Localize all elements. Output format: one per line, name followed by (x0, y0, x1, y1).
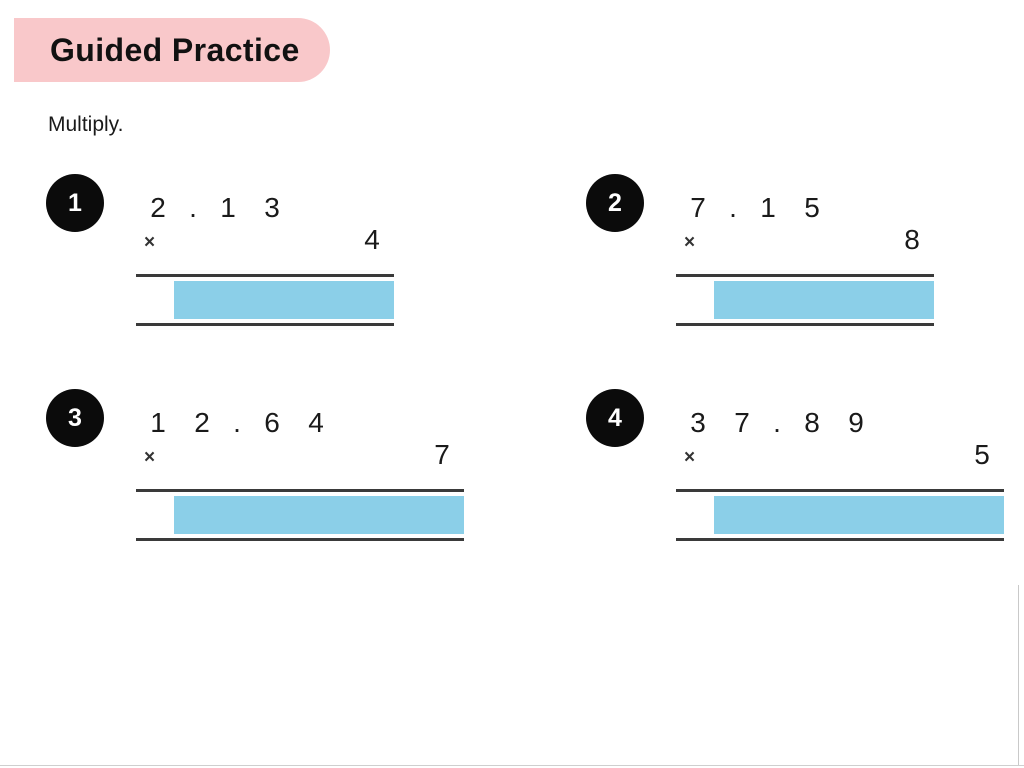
top-rule (676, 274, 934, 277)
multiplicand-digit: 3 (690, 407, 706, 438)
multiplicand-digit: 5 (804, 192, 820, 223)
bottom-rule (676, 323, 934, 326)
page-edge-line-vertical (1018, 585, 1019, 765)
multiplicand-digit: 2 (194, 407, 210, 438)
problem-number-badge: 2 (586, 174, 644, 232)
answer-area (676, 492, 1004, 538)
top-rule (136, 489, 464, 492)
answer-input-bar[interactable] (714, 496, 1004, 534)
top-rule (136, 274, 394, 277)
decimal-point: . (233, 407, 241, 438)
answer-area (676, 277, 934, 323)
decimal-point: . (189, 192, 197, 223)
guided-practice-banner: Guided Practice (14, 18, 330, 82)
answer-area (136, 492, 464, 538)
multiplicand-digit: 8 (804, 407, 820, 438)
instruction-text: Multiply. (48, 113, 124, 136)
multiplicand-digit: 7 (690, 192, 706, 223)
multiplicand-digit: 3 (264, 192, 280, 223)
multiplicand-digit: 4 (308, 407, 324, 438)
decimal-point: . (773, 407, 781, 438)
bottom-rule (136, 538, 464, 541)
multiplier-digit: 4 (364, 224, 380, 255)
page-edge-line-horizontal (0, 765, 1024, 766)
multiplication-sign: × (684, 232, 696, 253)
bottom-rule (136, 323, 394, 326)
multiplier-digit: 7 (434, 439, 450, 470)
problem-number-badge: 3 (46, 389, 104, 447)
multiplicand-digit: 1 (760, 192, 776, 223)
multiplication-sign: × (684, 447, 696, 468)
multiplier-row: ×7 (136, 437, 464, 489)
page-title: Guided Practice (50, 31, 300, 68)
multiplicand-digit: 1 (150, 407, 166, 438)
problem-number-badge: 4 (586, 389, 644, 447)
multiplicand-digit: 2 (150, 192, 166, 223)
multiplier-digit: 8 (904, 224, 920, 255)
multiplicand-digit: 9 (848, 407, 864, 438)
multiplication-sign: × (144, 232, 156, 253)
multiplication-sign: × (144, 447, 156, 468)
multiplicand-digit: 1 (220, 192, 236, 223)
answer-input-bar[interactable] (714, 281, 934, 319)
multiplier-row: ×4 (136, 222, 394, 274)
bottom-rule (676, 538, 1004, 541)
multiplier-digit: 5 (974, 439, 990, 470)
answer-area (136, 277, 394, 323)
multiplier-row: ×8 (676, 222, 934, 274)
answer-input-bar[interactable] (174, 281, 394, 319)
multiplicand-digit: 7 (734, 407, 750, 438)
top-rule (676, 489, 1004, 492)
problem-number-badge: 1 (46, 174, 104, 232)
decimal-point: . (729, 192, 737, 223)
multiplier-row: ×5 (676, 437, 1004, 489)
answer-input-bar[interactable] (174, 496, 464, 534)
multiplicand-digit: 6 (264, 407, 280, 438)
